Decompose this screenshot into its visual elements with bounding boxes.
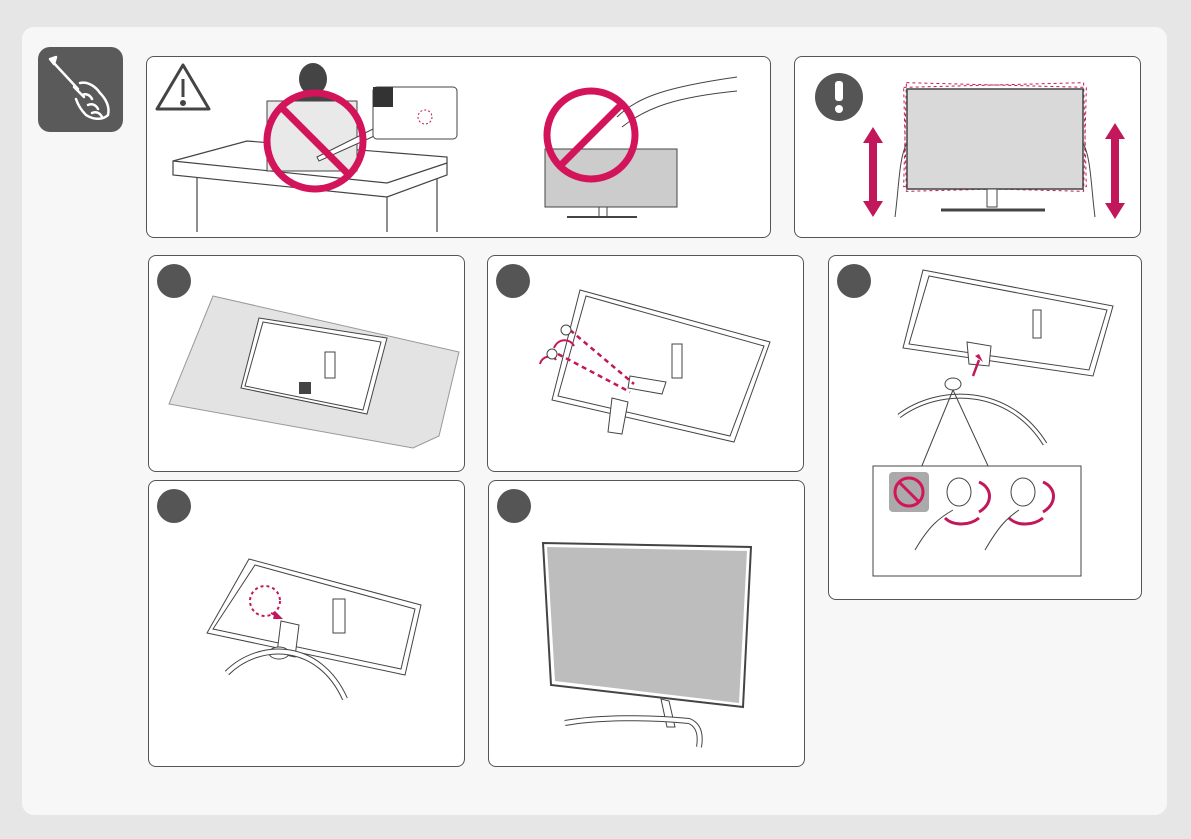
- step-1-panel: [148, 255, 465, 472]
- exclamation-circle-icon: [815, 73, 863, 121]
- step-2-panel: [487, 255, 804, 472]
- warning-panel: [146, 56, 771, 238]
- warning-triangle-icon: [157, 65, 209, 109]
- step-3-panel: [828, 255, 1142, 600]
- screwdriver-hand-icon: [38, 47, 123, 132]
- step-5-panel: [488, 480, 805, 767]
- caution-panel: [794, 56, 1141, 238]
- step-4-panel: [148, 480, 465, 767]
